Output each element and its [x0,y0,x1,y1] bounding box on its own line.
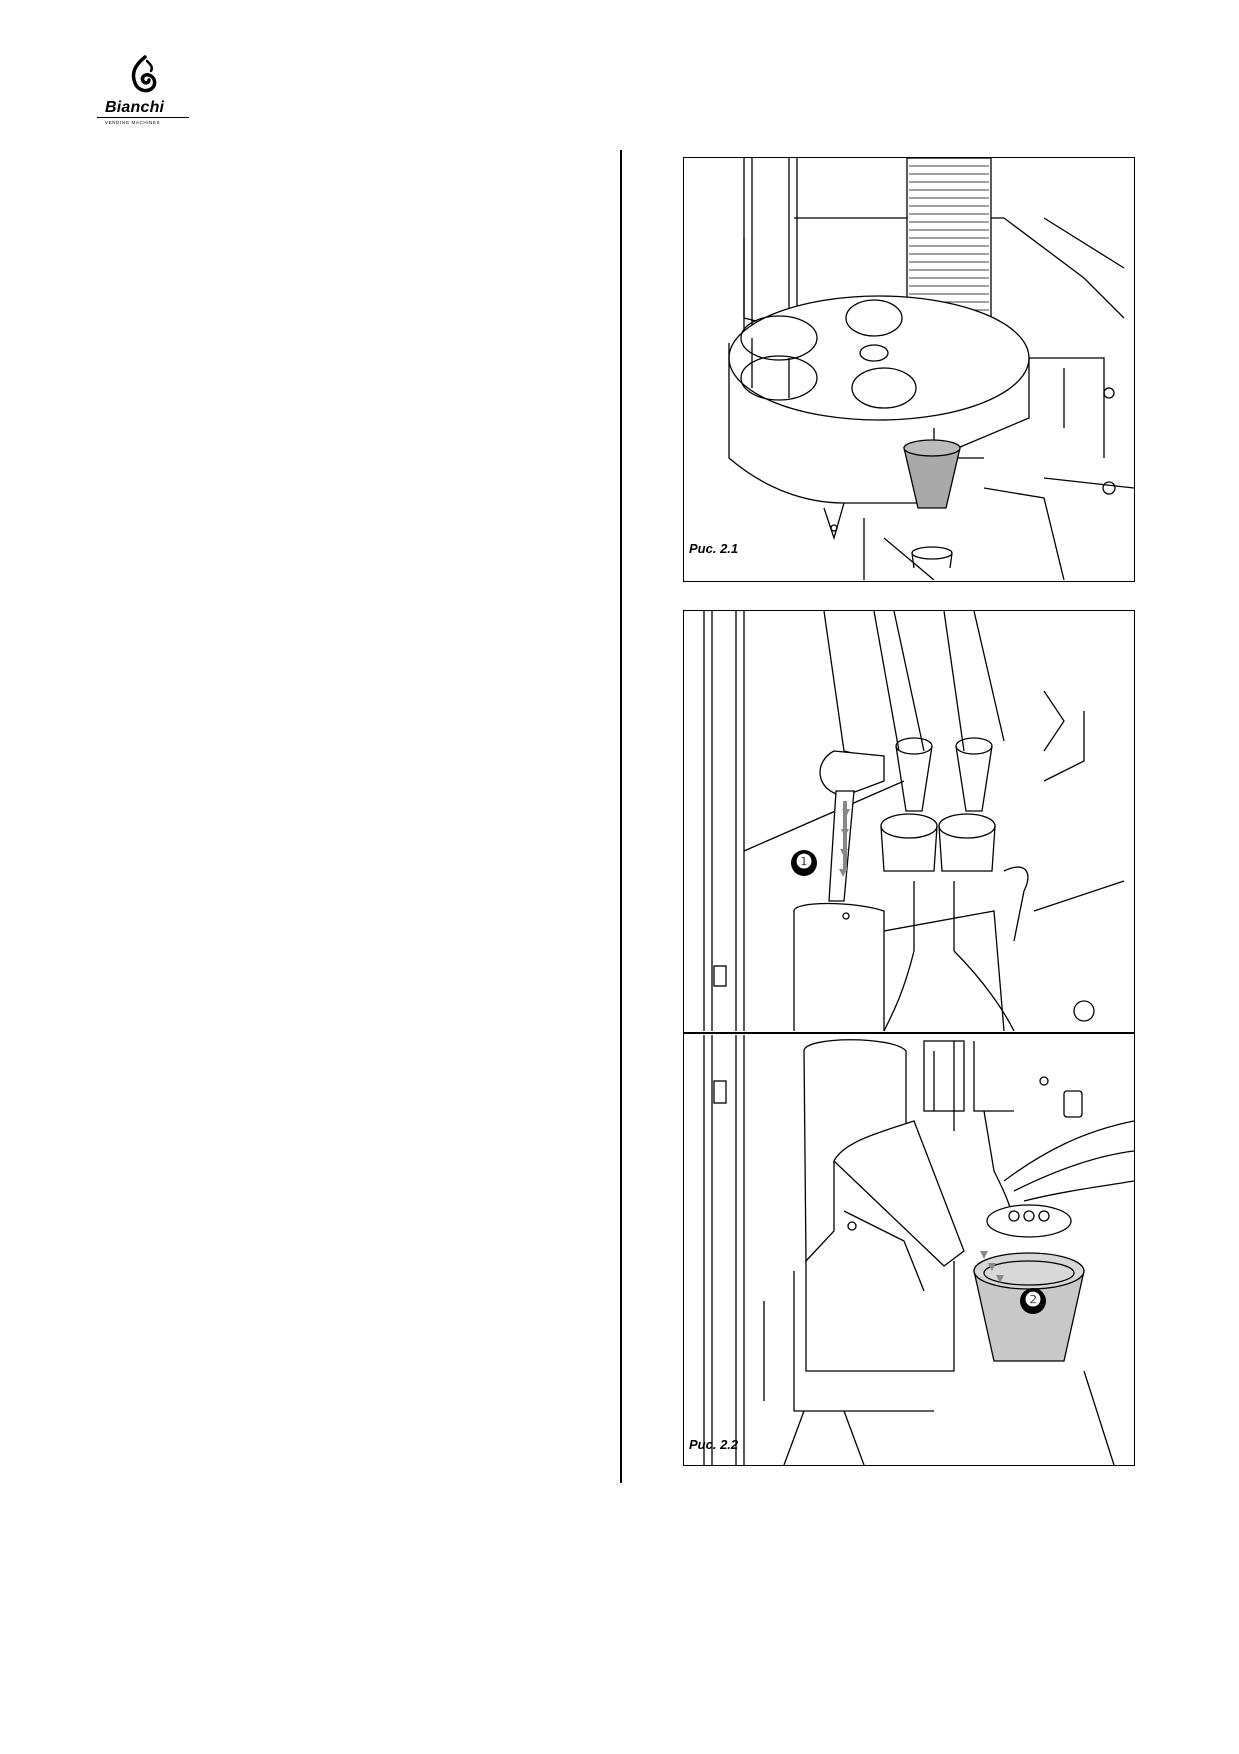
figure-2-1: Рис. 2.1 [683,157,1135,582]
step-marker-2: ❷ [1020,1288,1046,1314]
figure-caption: Рис. 2.1 [689,541,739,556]
company-logo: Bianchi VENDING MACHINES [95,55,190,133]
logo-tagline: VENDING MACHINES [105,120,161,125]
column-divider [620,150,622,1483]
figure-caption: Рис. 2.2 [689,1437,739,1452]
figure-2-2: ❶ ❷ Рис. 2.2 [683,610,1135,1466]
flame-icon [131,55,157,93]
step-marker-1: ❶ [791,850,817,876]
panel-separator [684,1032,1134,1034]
logo-divider [97,117,189,118]
mixer-cleaning-illustration [703,611,1134,1465]
cup-dispenser-illustration [728,158,1134,580]
logo-wordmark: Bianchi [105,99,165,116]
